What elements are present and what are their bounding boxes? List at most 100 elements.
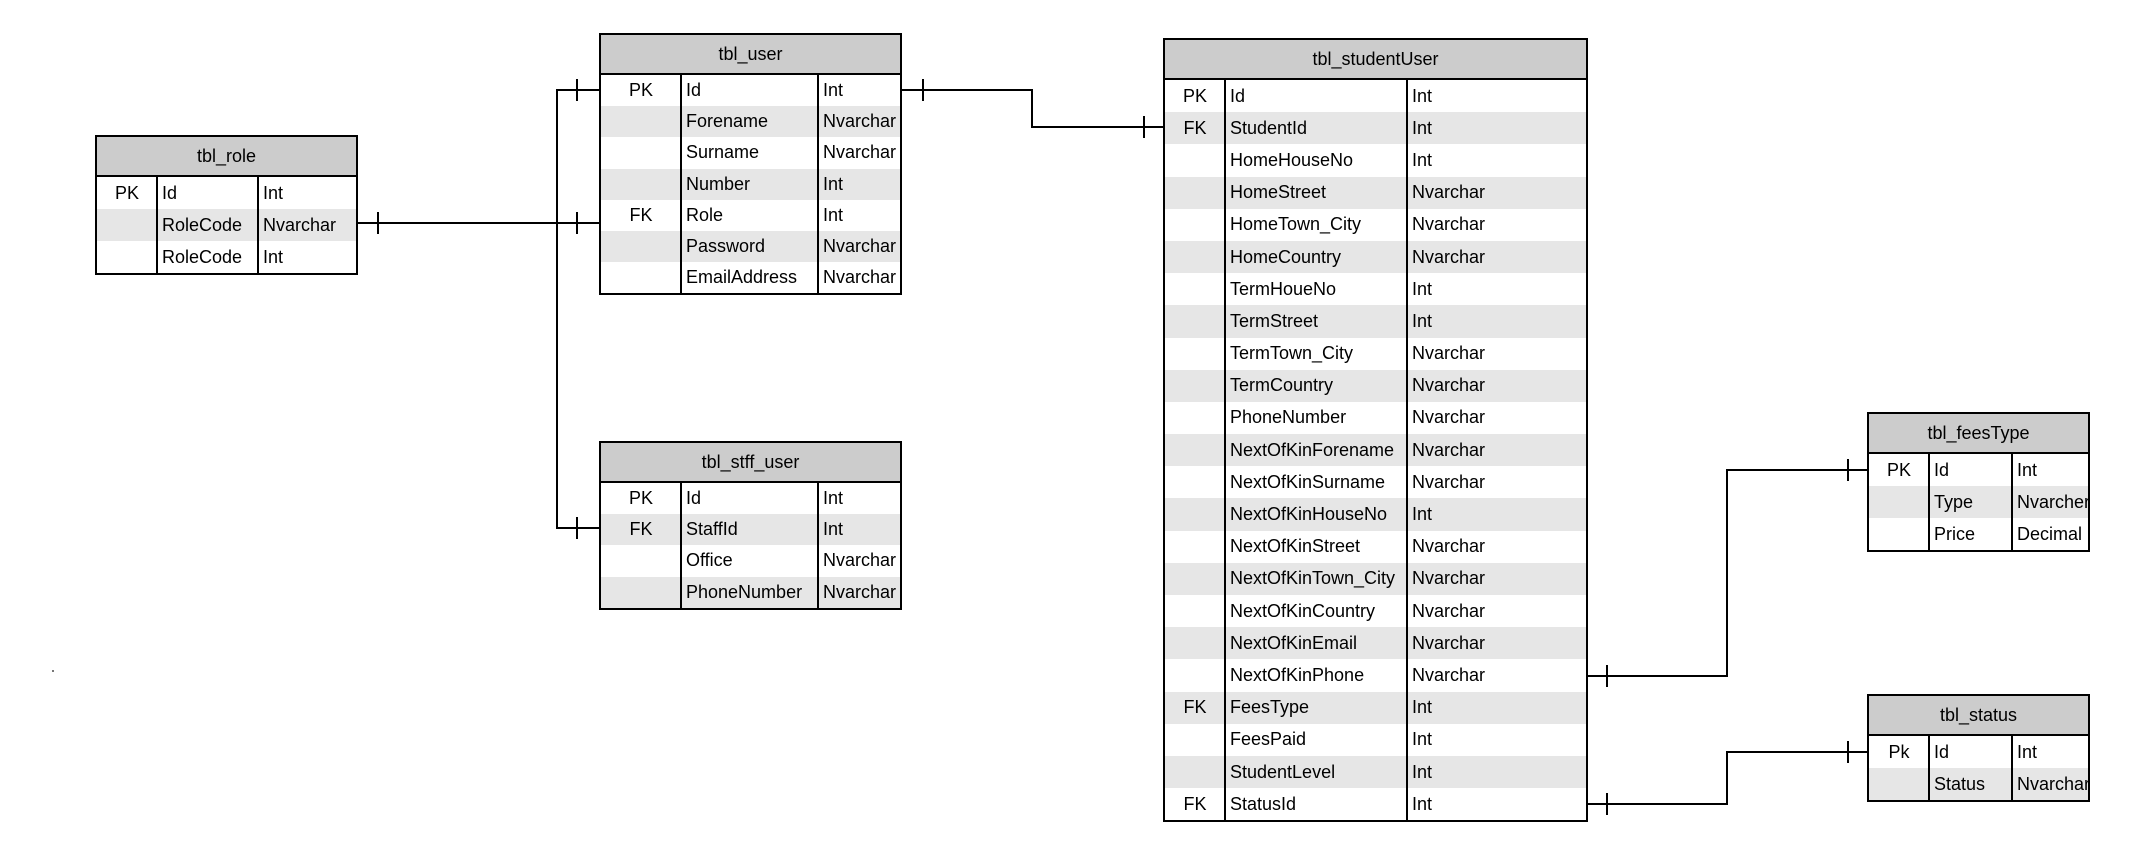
table-title: tbl_role	[97, 137, 356, 177]
column-type-cell: Int	[1412, 761, 1433, 782]
column-type-cell: Nvarchar	[1412, 471, 1486, 492]
column-type-cell: Int	[823, 80, 844, 101]
table-row[interactable]: HomeCountry Nvarchar	[1165, 240, 1586, 274]
connector-line	[1587, 469, 1869, 677]
key-cell	[601, 137, 681, 168]
column-type-cell: Int	[1412, 117, 1433, 138]
column-name-cell: HomeCountry	[1230, 246, 1342, 267]
column-type-cell: Nvarchar	[1412, 343, 1486, 364]
column-type-cell: Int	[1412, 729, 1433, 750]
table-row[interactable]: EmailAddress Nvarchar	[601, 262, 900, 293]
key-cell	[1165, 595, 1225, 627]
table-row[interactable]: StudentLevel Int	[1165, 755, 1586, 789]
column-name-cell: FeesType	[1230, 697, 1310, 718]
column-type-cell: Nvarchar	[1412, 214, 1486, 235]
table-row[interactable]: PK Id Int	[601, 483, 900, 514]
column-type-cell: Int	[823, 488, 844, 509]
column-name-cell: StudentLevel	[1230, 761, 1336, 782]
key-cell	[1165, 402, 1225, 434]
key-cell	[1165, 659, 1225, 691]
column-type-cell: Int	[2017, 459, 2038, 480]
column-name-cell: NextOfKinCountry	[1230, 600, 1376, 621]
column-name-cell: Role	[686, 204, 724, 225]
column-divider	[2011, 736, 2013, 800]
column-name-cell: RoleCode	[162, 246, 243, 267]
column-type-cell: Int	[823, 519, 844, 540]
column-name-cell: HomeStreet	[1230, 182, 1327, 203]
column-divider	[1928, 736, 1930, 800]
key-cell	[1869, 486, 1929, 518]
connector-line	[556, 223, 602, 529]
column-name-cell: Id	[686, 488, 702, 509]
column-divider	[1928, 454, 1930, 550]
key-cell	[1165, 627, 1225, 659]
key-cell	[601, 577, 681, 608]
column-divider	[257, 177, 259, 273]
key-cell: FK	[629, 204, 653, 225]
column-type-cell: Nvarchar	[823, 267, 897, 288]
column-name-cell: PhoneNumber	[1230, 407, 1347, 428]
column-name-cell: NextOfKinForename	[1230, 439, 1395, 460]
table-title: tbl_status	[1869, 696, 2088, 736]
key-cell: PK	[628, 488, 653, 509]
column-type-cell: Int	[823, 173, 844, 194]
column-name-cell: NextOfKinHouseNo	[1230, 504, 1388, 525]
key-cell: Pk	[1888, 741, 1910, 762]
column-name-cell: EmailAddress	[686, 267, 798, 288]
key-cell: FK	[1183, 697, 1207, 718]
column-name-cell: Forename	[686, 111, 769, 132]
column-name-cell: Office	[686, 550, 733, 571]
column-type-cell: Nvarchar	[1412, 664, 1486, 685]
column-type-cell: Int	[1412, 149, 1433, 170]
column-type-cell: Nvarchar	[1412, 246, 1486, 267]
